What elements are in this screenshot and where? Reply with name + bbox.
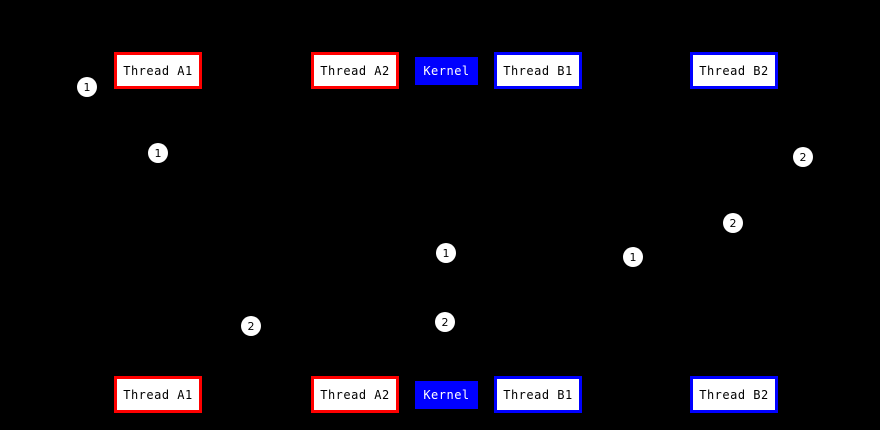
step-badge-label: 2 <box>247 319 255 333</box>
participant-label: Kernel <box>423 64 470 78</box>
message-kernel-to-b1 <box>445 252 634 258</box>
step-badge-label: 2 <box>441 315 449 329</box>
step-badge-label: 1 <box>154 146 162 160</box>
step-badge-6[interactable]: 1 <box>623 247 643 267</box>
step-badge-5[interactable]: 1 <box>436 243 456 263</box>
message-a1-to-kernel <box>157 152 447 254</box>
participant-kernel-bottom[interactable]: Kernel <box>415 381 478 409</box>
participant-kernel-top[interactable]: Kernel <box>415 57 478 85</box>
step-badge-2[interactable]: 1 <box>148 143 168 163</box>
participant-label: Thread B1 <box>503 387 573 402</box>
message-b2-wake-kernel <box>445 222 735 323</box>
lifeline-thread-a2 <box>355 89 356 376</box>
participant-label: Thread A2 <box>320 63 390 78</box>
lifeline-thread-b1 <box>538 89 539 376</box>
participant-thread-b2-top[interactable]: Thread B2 <box>690 52 778 89</box>
step-badge-8[interactable]: 2 <box>241 316 261 336</box>
lifeline-thread-a1 <box>158 89 159 376</box>
participant-thread-a2-bottom[interactable]: Thread A2 <box>311 376 399 413</box>
step-badge-label: 2 <box>799 150 807 164</box>
participant-label: Kernel <box>423 388 470 402</box>
participant-label: Thread A1 <box>123 387 193 402</box>
step-badge-1[interactable]: 1 <box>77 77 97 97</box>
participant-label: Thread B1 <box>503 63 573 78</box>
participant-label: Thread B2 <box>699 63 769 78</box>
step-badge-label: 1 <box>83 80 91 94</box>
participant-thread-a1-bottom[interactable]: Thread A1 <box>114 376 202 413</box>
participant-label: Thread A1 <box>123 63 193 78</box>
step-badge-7[interactable]: 2 <box>435 312 455 332</box>
step-badge-label: 1 <box>442 246 450 260</box>
participant-label: Thread B2 <box>699 387 769 402</box>
participant-thread-a1-top[interactable]: Thread A1 <box>114 52 202 89</box>
step-badge-3[interactable]: 2 <box>793 147 813 167</box>
participant-thread-b2-bottom[interactable]: Thread B2 <box>690 376 778 413</box>
participant-thread-a2-top[interactable]: Thread A2 <box>311 52 399 89</box>
message-kernel-to-a2 <box>250 321 447 327</box>
participant-label: Thread A2 <box>320 387 390 402</box>
lifeline-kernel <box>446 85 447 381</box>
message-b2-to-kernel <box>445 156 735 254</box>
step-badge-4[interactable]: 2 <box>723 213 743 233</box>
participant-thread-b1-top[interactable]: Thread B1 <box>494 52 582 89</box>
participant-thread-b1-bottom[interactable]: Thread B1 <box>494 376 582 413</box>
step-badge-label: 2 <box>729 216 737 230</box>
step-badge-label: 1 <box>629 250 637 264</box>
